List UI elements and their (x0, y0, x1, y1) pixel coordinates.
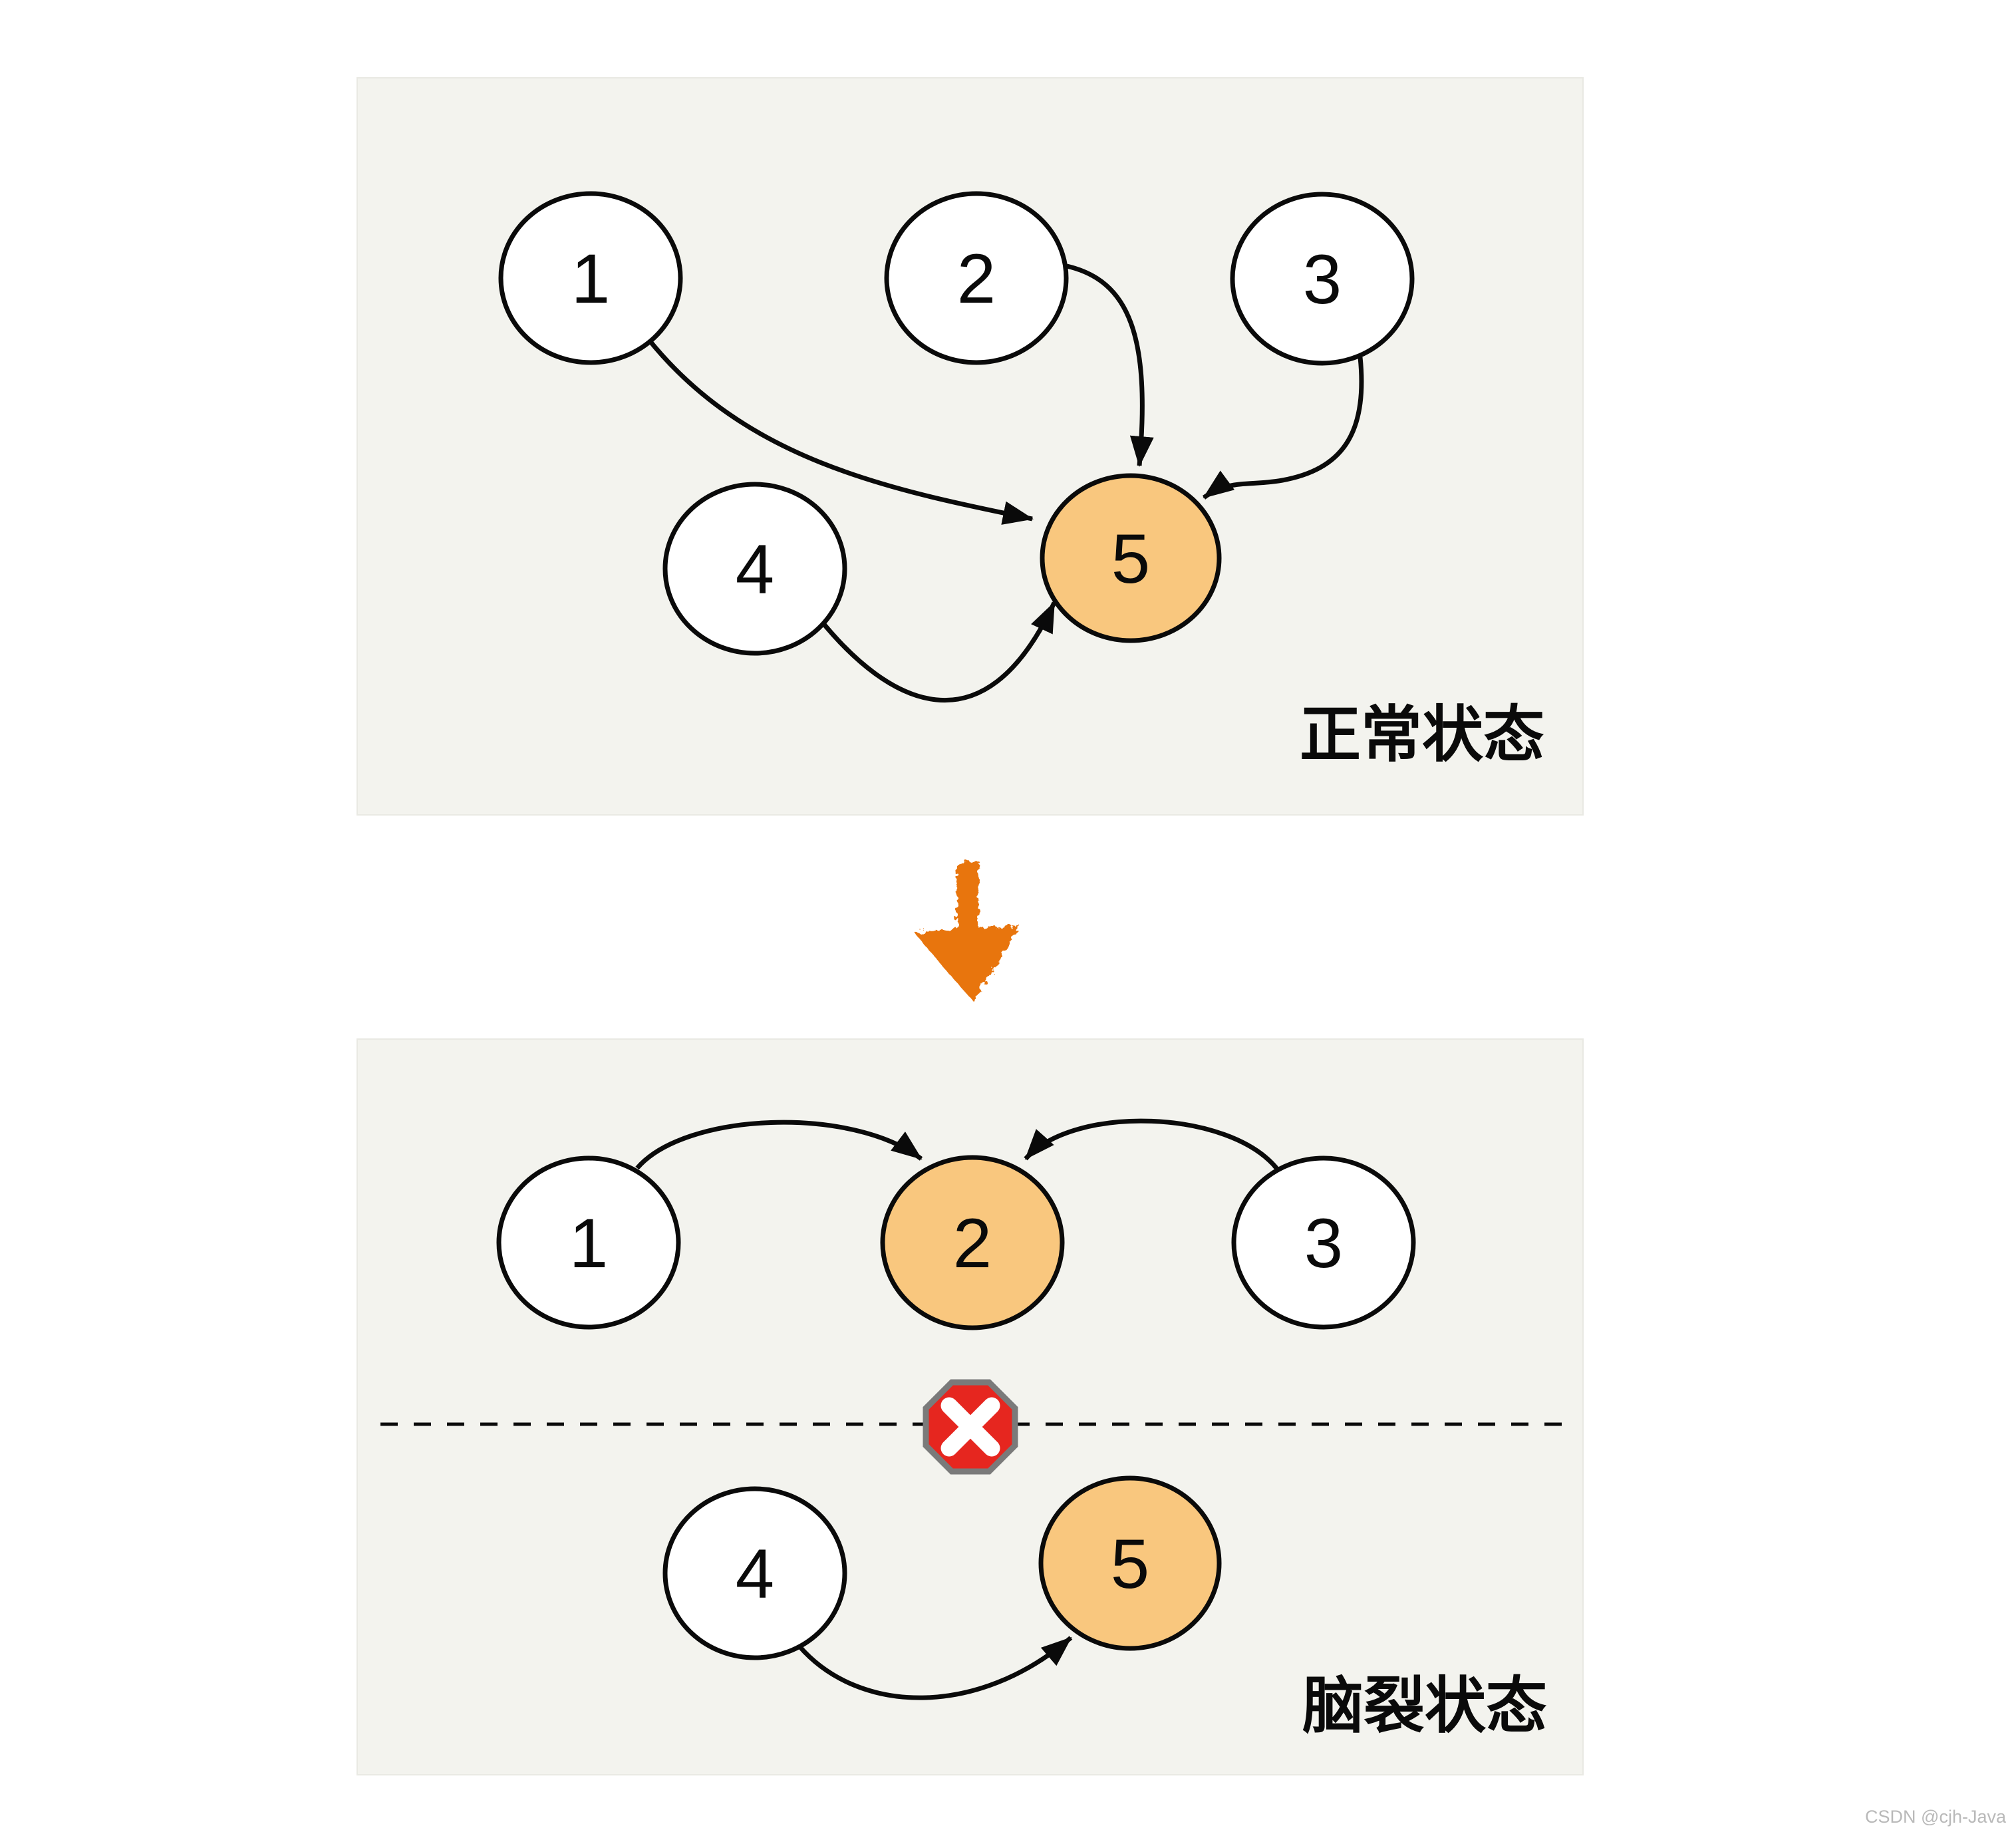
top-node-5-leader: 5 (1040, 473, 1222, 643)
bottom-node-1: 1 (496, 1155, 681, 1330)
bottom-node-4-label: 4 (736, 1535, 774, 1613)
edge-top-2-to-5 (1066, 263, 1154, 467)
bottom-node-3-circle (1231, 1155, 1416, 1330)
down-arrow-shape (914, 861, 1020, 1001)
panel-splitbrain-title: 脑裂状态 (1302, 1672, 1547, 1740)
panel-normal-state: 1 2 3 4 5 正常状态 (357, 77, 1584, 816)
bottom-node-3: 3 (1231, 1155, 1416, 1330)
bottom-node-2-leader: 2 (880, 1155, 1065, 1330)
edge-bottom-4-to-5 (797, 1636, 1073, 1700)
top-node-1-label: 1 (571, 240, 610, 318)
top-node-2-circle (884, 191, 1069, 365)
bottom-node-5-circle (1038, 1475, 1222, 1651)
top-node-4: 4 (662, 482, 847, 656)
bottom-node-5-leader: 5 (1038, 1475, 1222, 1651)
bottom-node-1-circle (496, 1155, 681, 1330)
blocked-x-octagon-icon (923, 1379, 1018, 1475)
bottom-node-1-label: 1 (569, 1205, 608, 1283)
top-node-1: 1 (498, 191, 683, 365)
edge-top-4-to-5 (817, 601, 1057, 702)
top-node-3-circle (1230, 192, 1415, 366)
bottom-node-5-label: 5 (1111, 1525, 1149, 1603)
top-node-2-label: 2 (957, 240, 996, 318)
bottom-node-2-label: 2 (953, 1205, 992, 1283)
bottom-node-3-label: 3 (1304, 1205, 1343, 1283)
edge-bottom-1-to-2 (635, 1120, 923, 1170)
panel-normal-title: 正常状态 (1300, 701, 1544, 769)
top-node-5-label: 5 (1111, 520, 1150, 598)
top-node-4-circle (662, 482, 847, 656)
top-node-5-circle (1040, 473, 1222, 643)
watermark-text: CSDN @cjh-Java (1865, 1807, 2007, 1827)
top-node-2: 2 (884, 191, 1069, 365)
panel-splitbrain-state: 1 2 3 4 5 脑裂状态 (357, 1038, 1584, 1775)
bottom-node-4-circle (662, 1486, 847, 1660)
top-node-3: 3 (1230, 192, 1415, 366)
blocked-x-stroke-2 (940, 1397, 1000, 1457)
down-arrow-crayon-icon (914, 861, 1020, 1001)
edge-bottom-3-to-2 (1024, 1118, 1279, 1171)
bottom-node-2-circle (880, 1155, 1065, 1330)
edge-top-3-to-5 (1202, 357, 1364, 500)
top-node-1-circle (498, 191, 683, 365)
bottom-node-4: 4 (662, 1486, 847, 1660)
top-node-4-label: 4 (736, 531, 774, 609)
top-node-3-label: 3 (1303, 241, 1342, 319)
edge-top-1-to-5 (647, 337, 1034, 525)
